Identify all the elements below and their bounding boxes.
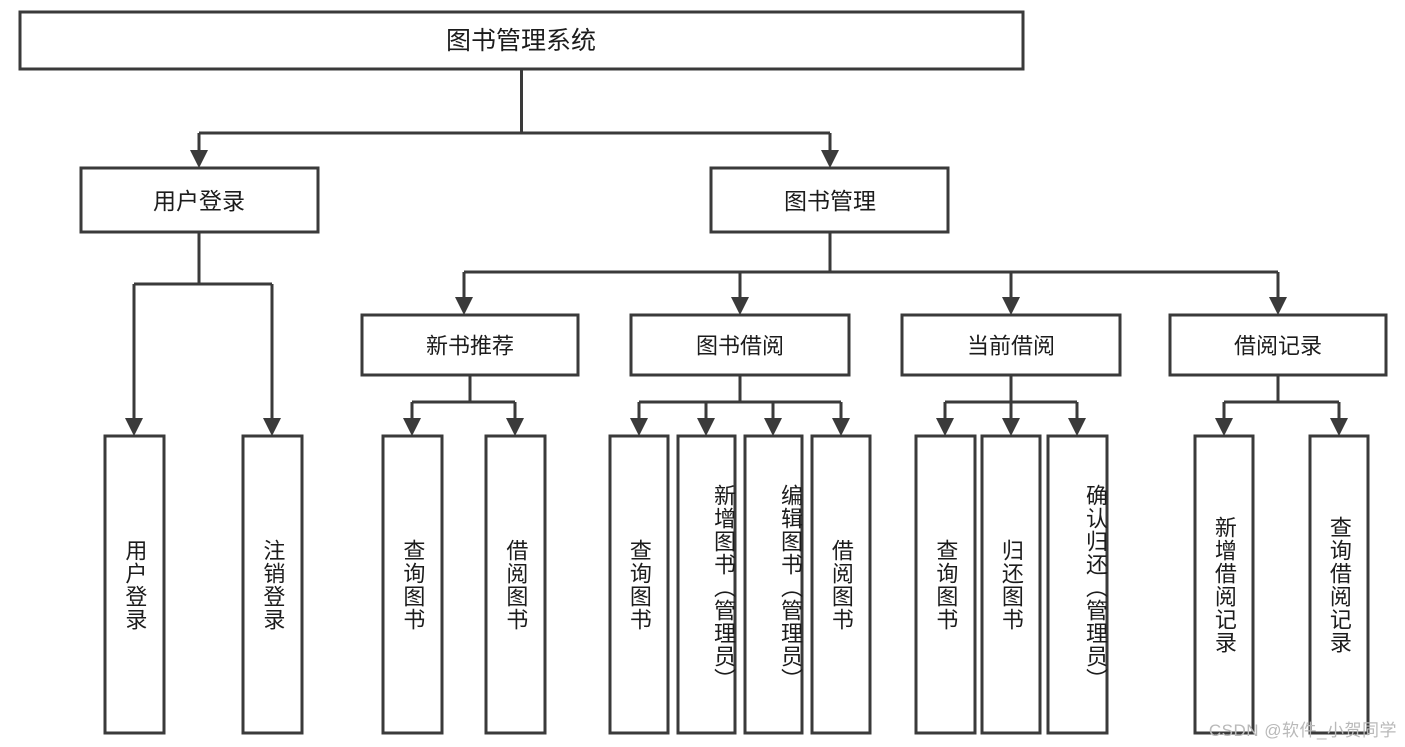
arrow-head-nbr-leaf-1 (403, 418, 421, 436)
node-label-book-manage: 图书管理 (784, 188, 876, 214)
connector-group-book-borrow (630, 375, 850, 436)
arrow-head-leaf-user-login (125, 418, 143, 436)
connector-group-current-borrow (936, 375, 1086, 436)
leaf-box-user-login-1[interactable] (241, 434, 304, 735)
arrow-head-leaf-logout (263, 418, 281, 436)
leaf-box-user-login-0[interactable] (103, 434, 166, 735)
node-label-root: 图书管理系统 (446, 27, 596, 55)
node-label-new-book-rec: 新书推荐 (426, 334, 514, 359)
leaf-box-book-borrow-2[interactable] (743, 434, 804, 735)
leaf-box-book-borrow-3[interactable] (810, 434, 872, 735)
node-box-book-manage[interactable] (709, 166, 950, 234)
leaf-box-borrow-record-1[interactable] (1308, 434, 1370, 735)
connector-group-user-login (125, 232, 281, 436)
arrow-head-nbr-leaf-2 (506, 418, 524, 436)
node-label-user-login: 用户登录 (153, 188, 245, 214)
arrow-head-bb-leaf-1 (630, 418, 648, 436)
connector-group-book-manage (455, 232, 1287, 315)
node-box-book-borrow[interactable] (629, 313, 851, 377)
node-label-book-borrow: 图书借阅 (696, 334, 784, 359)
arrow-head-br-leaf-2 (1330, 418, 1348, 436)
leaf-box-new-book-rec-1[interactable] (484, 434, 547, 735)
arrow-head-bb-leaf-2 (697, 418, 715, 436)
arrow-head-borrow-record (1269, 297, 1287, 315)
arrow-head-br-leaf-1 (1215, 418, 1233, 436)
arrow-head-cb-leaf-3 (1068, 418, 1086, 436)
arrow-head-bb-leaf-3 (764, 418, 782, 436)
arrow-head-bb-leaf-4 (832, 418, 850, 436)
node-box-new-book-rec[interactable] (360, 313, 580, 377)
arrow-head-cb-leaf-1 (936, 418, 954, 436)
arrow-head-current-borrow (1002, 297, 1020, 315)
arrow-head-user-login (190, 150, 208, 168)
leaf-box-book-borrow-0[interactable] (608, 434, 670, 735)
node-label-current-borrow: 当前借阅 (967, 334, 1055, 359)
node-label-borrow-record: 借阅记录 (1234, 334, 1322, 359)
connector-group-root (190, 69, 839, 168)
arrow-head-cb-leaf-2 (1002, 418, 1020, 436)
watermark-text: CSDN @软件_小贺同学 (1208, 721, 1397, 740)
leaf-box-new-book-rec-0[interactable] (381, 434, 444, 735)
leaf-box-book-borrow-1[interactable] (676, 434, 737, 735)
node-box-current-borrow[interactable] (900, 313, 1122, 377)
connector-group-new-book-rec (403, 375, 524, 436)
leaf-box-current-borrow-2[interactable] (1046, 434, 1109, 735)
arrow-head-new-book-rec (455, 297, 473, 315)
leaf-box-current-borrow-1[interactable] (980, 434, 1042, 735)
leaf-box-current-borrow-0[interactable] (914, 434, 977, 735)
node-box-borrow-record[interactable] (1168, 313, 1388, 377)
node-box-user-login[interactable] (79, 166, 320, 234)
arrow-head-book-borrow (731, 297, 749, 315)
arrow-head-book-manage (821, 150, 839, 168)
node-box-root[interactable] (18, 10, 1025, 71)
connector-group-borrow-record (1215, 375, 1348, 436)
leaf-box-borrow-record-0[interactable] (1193, 434, 1255, 735)
